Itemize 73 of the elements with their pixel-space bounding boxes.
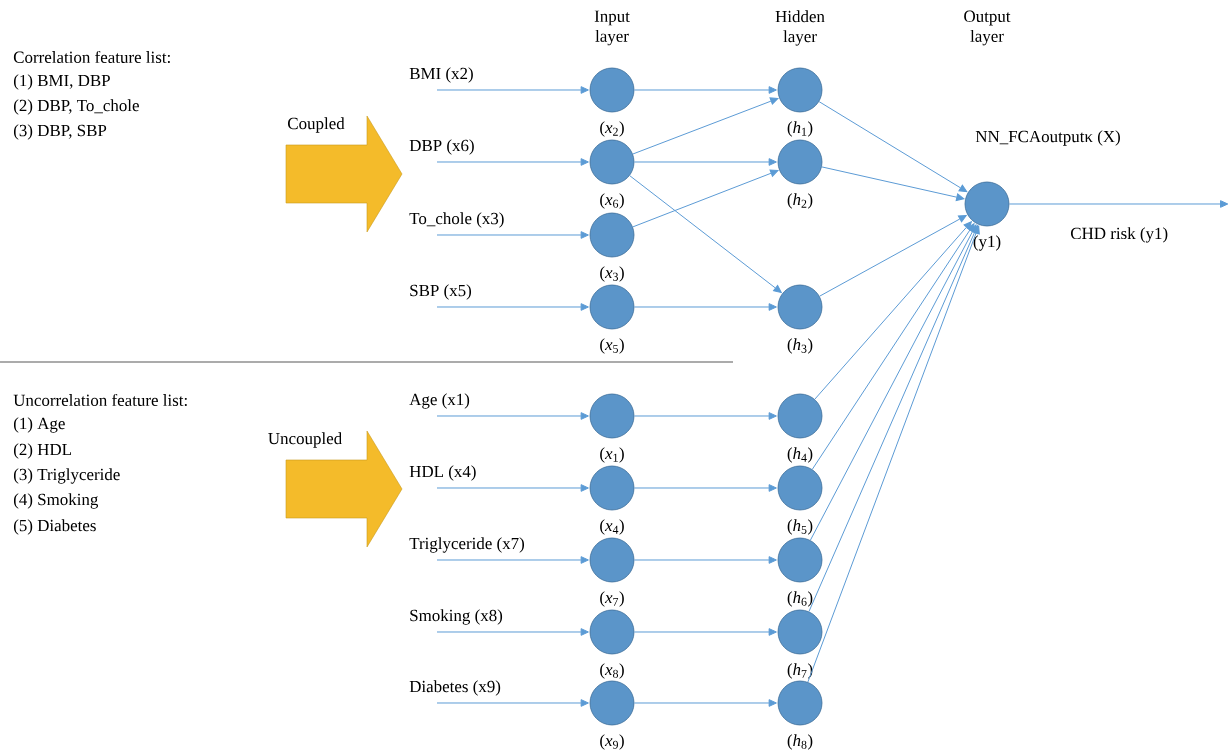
neuron-label: (x$_{2}$) (600, 121, 624, 137)
list-text: (5) Diabetes (13, 519, 96, 535)
layer-heading: Output layer (964, 10, 1011, 46)
neuron-label: (x$_{6}$) (600, 193, 624, 209)
input-label: SBP (x5) (410, 284, 472, 300)
neuron-label: (x$_{7}$) (600, 591, 624, 607)
input-label: Triglyceride (x7) (409, 537, 524, 553)
arrow (436, 556, 589, 564)
arrow (633, 412, 777, 420)
arrow (819, 214, 967, 297)
arrow (436, 303, 589, 311)
input-label: Age (x1) (409, 393, 470, 409)
neuron-label: (h$_{4}$) (787, 447, 813, 463)
arrow-label: Coupled (288, 117, 345, 133)
layer-heading: Input layer (594, 10, 630, 46)
arrow (633, 86, 777, 94)
input-label: Smoking (x8) (410, 609, 503, 625)
arrow (436, 231, 589, 239)
list-text: (2) DBP, To_chole (13, 99, 139, 115)
arrow (809, 224, 977, 541)
neuron-label: (h$_{5}$) (787, 519, 813, 535)
neuron-label: (x$_{9}$) (600, 734, 624, 750)
arrow (811, 223, 975, 470)
arrow (436, 86, 589, 94)
list-text: (1) Age (13, 417, 65, 433)
list-text: (2) HDL (13, 443, 71, 459)
layer-heading: Hidden layer (775, 10, 825, 46)
arrow (436, 699, 589, 707)
arrow (633, 303, 777, 311)
neuron-label: (h$_{8}$) (787, 734, 813, 750)
neuron-label: (y1) (973, 235, 1001, 251)
neuron-label: (h$_{7}$) (787, 663, 813, 679)
input-label: Diabetes (x9) (409, 680, 501, 696)
neuron-label: (h$_{1}$) (787, 121, 813, 137)
arrow (436, 628, 589, 636)
neuron-label: (x$_{3}$) (600, 266, 624, 282)
arrow (633, 158, 777, 166)
neuron-label: (x$_{8}$) (600, 663, 624, 679)
arrow (633, 556, 777, 564)
arrow (821, 166, 965, 201)
arrow (814, 221, 972, 400)
list-text: Correlation feature list: (13, 50, 170, 64)
list-text: (3) DBP, SBP (13, 124, 107, 140)
input-label: DBP (x6) (409, 139, 474, 155)
arrow (1008, 200, 1229, 208)
arrow (633, 699, 777, 707)
edge-label: CHD risk (y1) (1069, 226, 1170, 244)
neuron-label: (h$_{2}$) (787, 193, 813, 209)
neuron-label: (x$_{5}$) (600, 338, 624, 354)
neuron-label: (h$_{6}$) (787, 591, 813, 607)
arrow (629, 175, 782, 294)
list-text: (4) Smoking (13, 493, 99, 509)
arrow (632, 169, 779, 228)
arrow (807, 225, 980, 683)
arrow (436, 412, 589, 420)
list-text: (3) Triglyceride (13, 468, 120, 484)
arrow (633, 628, 777, 636)
neuron-label: (h$_{3}$) (787, 338, 813, 354)
input-label: To_chole (x3) (409, 212, 504, 228)
arrow (436, 484, 589, 492)
list-text: Uncorrelation feature list: (13, 393, 187, 407)
neuron-label: (x$_{1}$) (600, 447, 624, 463)
arrow (632, 97, 779, 155)
list-text: (1) BMI, DBP (13, 74, 110, 90)
arrow (436, 158, 589, 166)
neuron-label: (x$_{4}$) (600, 519, 624, 535)
arrow (808, 225, 979, 612)
input-label: BMI (x2) (409, 67, 473, 83)
output-caption: NN_FCAoutputκ (X) (975, 130, 1120, 146)
arrow (818, 101, 968, 193)
arrow (633, 484, 777, 492)
input-label: HDL (x4) (409, 465, 476, 481)
arrow-label: Uncoupled (268, 432, 342, 448)
